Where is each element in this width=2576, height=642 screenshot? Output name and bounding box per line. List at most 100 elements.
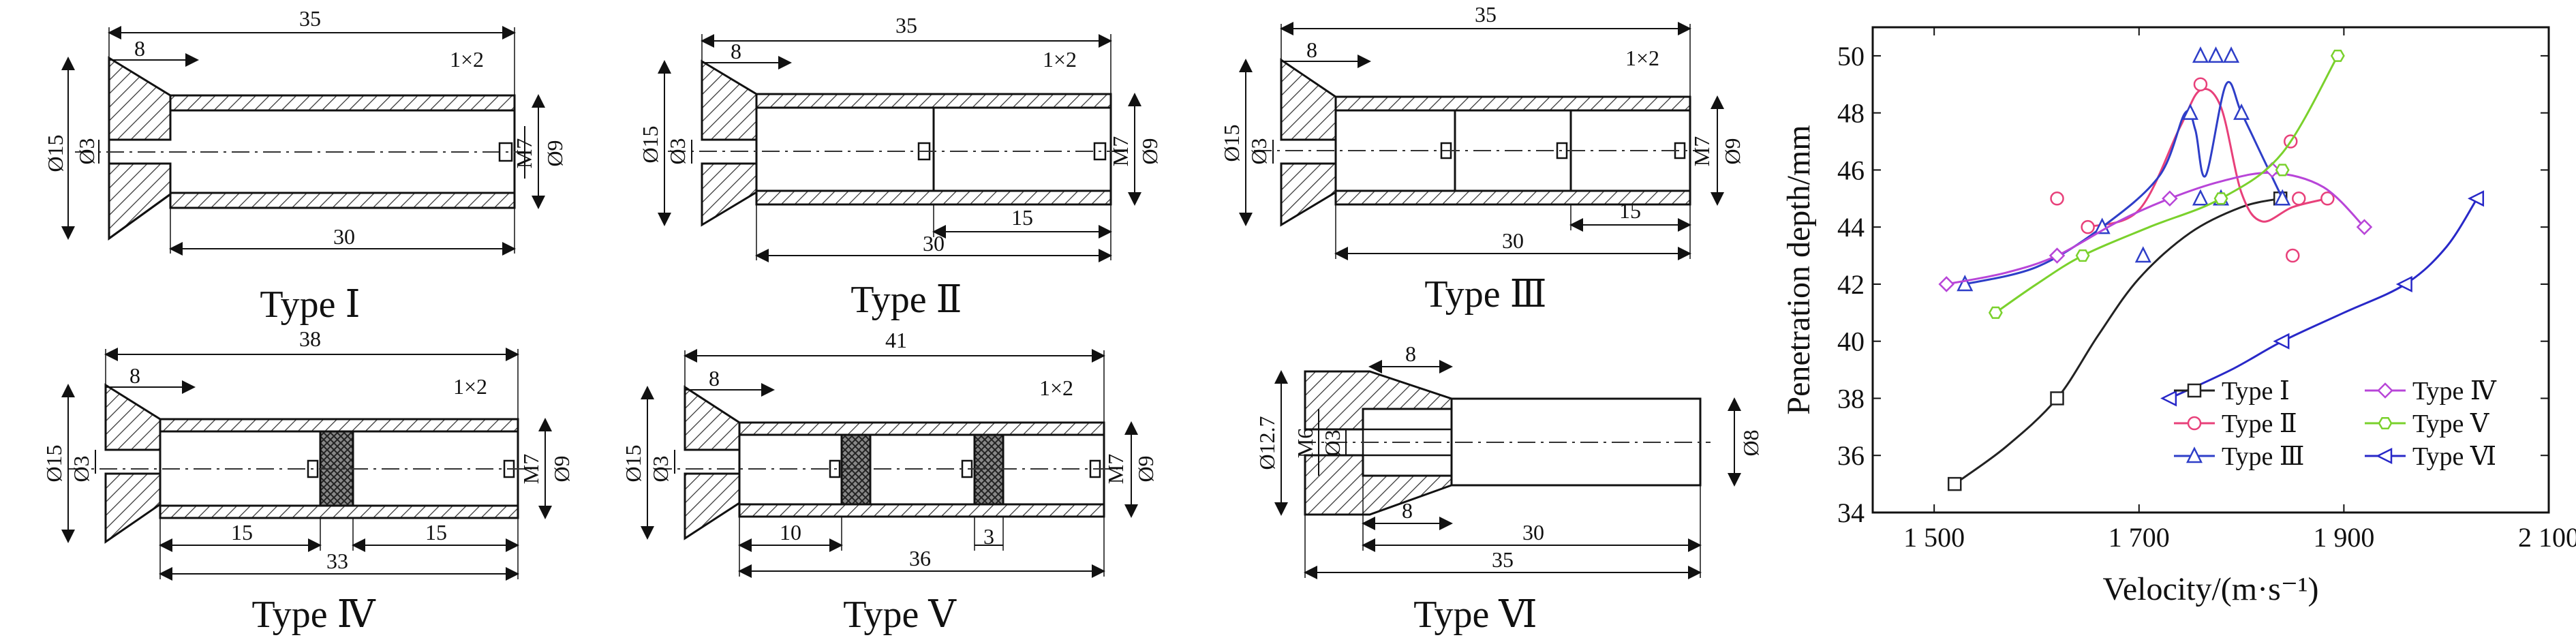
y-tick-label: 36 [1837,440,1865,471]
legend-label: Type Ⅱ [2222,410,2297,438]
data-point [2081,219,2095,234]
legend: Type Ⅰ Type Ⅱ Type Ⅲ Type Ⅳ Type Ⅴ Type Ⅵ [2174,377,2497,471]
legend-label: Type Ⅲ [2222,442,2305,471]
drawing-type-2: 35 8 1×2 15 30 Ø15 Ø3 M7 Ø9 Type Ⅱ [638,13,1162,321]
dim-d-outer: Ø12.7 [1255,416,1279,470]
dim-d-outer: Ø15 [1219,124,1244,162]
dim-bottom: 33 [326,549,348,573]
caption: Type Ⅱ [850,279,962,321]
y-tick-label: 42 [1837,269,1865,300]
legend-label: Type Ⅴ [2412,410,2489,438]
data-point [2395,275,2412,292]
legend-marker [2186,446,2203,463]
y-tick-label: 46 [1837,155,1865,185]
dim-seg-left: 10 [780,520,801,545]
dim-bottom: 30 [923,231,945,256]
legend-marker [2187,416,2202,431]
dim-thread: 1×2 [1625,46,1659,70]
data-point [2223,46,2240,63]
dim-d-hole: Ø3 [1246,138,1271,164]
dim-m-thread: M6 [1293,428,1317,458]
data-point [2192,189,2209,206]
caption: Type Ⅰ [260,284,360,326]
dim-bottom: 36 [909,546,931,570]
dim-thread: 1×2 [453,374,487,399]
legend-label: Type Ⅵ [2412,442,2496,471]
drawing-type-4: 38 8 1×2 15 15 33 Ø15 Ø3 M7 Ø9 Type Ⅳ [42,326,574,636]
dim-d-hole: Ø3 [648,455,673,482]
data-point [1988,306,2003,319]
dim-head: 8 [731,39,741,63]
caption: Type Ⅴ [843,594,957,636]
data-point [2207,46,2224,63]
data-point [2162,190,2178,207]
series-line [2087,87,2328,228]
dim-bottom: 30 [1502,228,1524,253]
y-tick-label: 50 [1837,41,1865,72]
dim-d-body: Ø8 [1738,429,1763,456]
drawing-type-3: 35 8 1×2 15 30 Ø15 Ø3 M7 Ø9 Type Ⅲ [1219,2,1745,316]
dim-seg: 15 [1619,198,1641,223]
drawing-type-1: 35 8 1×2 30 Ø15 Ø3 M7 Ø9 Type Ⅰ [43,6,567,326]
x-tick-label: 1 500 [1903,522,1965,553]
y-tick-label: 38 [1837,383,1865,414]
x-tick-label: 1 900 [2313,522,2374,553]
dim-d-outer: Ø15 [43,134,67,172]
dim-d-body: Ø9 [1137,138,1162,164]
dim-gap: 3 [983,524,994,549]
dim-bottom: 35 [1492,547,1514,572]
legend-label: Type Ⅰ [2222,377,2290,406]
series-3 [1957,46,2291,292]
dim-m-thread: M7 [1108,136,1133,166]
y-tick-label: 34 [1837,498,1865,528]
dim-d-hole: Ø3 [665,138,690,164]
data-point [2050,391,2064,406]
series-line [2169,198,2479,399]
series-layer [1938,46,2485,491]
dim-d-hole: Ø3 [74,138,99,164]
data-point [1957,275,1974,292]
dim-bottom: 30 [333,224,355,249]
data-point [2285,248,2300,263]
dim-overall: 35 [1475,2,1497,27]
legend-marker [2187,383,2202,398]
data-point [2233,103,2250,120]
data-point [2193,77,2208,92]
dim-d-outer: Ø15 [42,444,66,482]
data-point [2160,390,2177,407]
dim-d-body: Ø9 [549,455,574,482]
drawing-type-6: 8 8 30 35 Ø12.7 M6 Ø3 Ø8 Type Ⅵ [1255,341,1763,636]
x-tick-label: 2 100 [2518,522,2576,553]
legend-label: Type Ⅳ [2412,377,2497,406]
plot-area [1871,26,2550,514]
dim-head: 8 [1306,37,1317,62]
dim-m-thread: M7 [512,138,536,168]
dim-d-hole: Ø3 [1320,429,1345,456]
dim-overall: 38 [299,326,321,351]
dim-m-thread: M7 [1103,454,1128,484]
y-axis-label: Penetration depth/mm [1781,125,1817,414]
data-point [2049,247,2066,264]
data-point [2273,333,2290,350]
dim-d-outer: Ø15 [621,444,645,482]
dim-overall: 41 [885,328,907,352]
data-point [2292,192,2306,206]
dim-d-body: Ø9 [542,140,567,166]
legend-marker [2378,416,2393,430]
dim-seg-left: 15 [231,520,253,545]
dim-d-hole: Ø3 [69,455,93,482]
data-point [2356,219,2373,235]
caption: Type Ⅳ [251,594,375,636]
dim-head-top: 8 [1405,341,1416,366]
dim-d-body: Ø9 [1720,138,1745,164]
data-point [2467,190,2485,207]
dim-seg-right: 15 [425,520,447,545]
data-point [2320,192,2335,206]
dim-m-thread: M7 [1689,136,1714,166]
caption: Type Ⅲ [1424,273,1546,316]
data-point [2275,164,2290,177]
dim-thread: 1×2 [1039,376,1073,400]
